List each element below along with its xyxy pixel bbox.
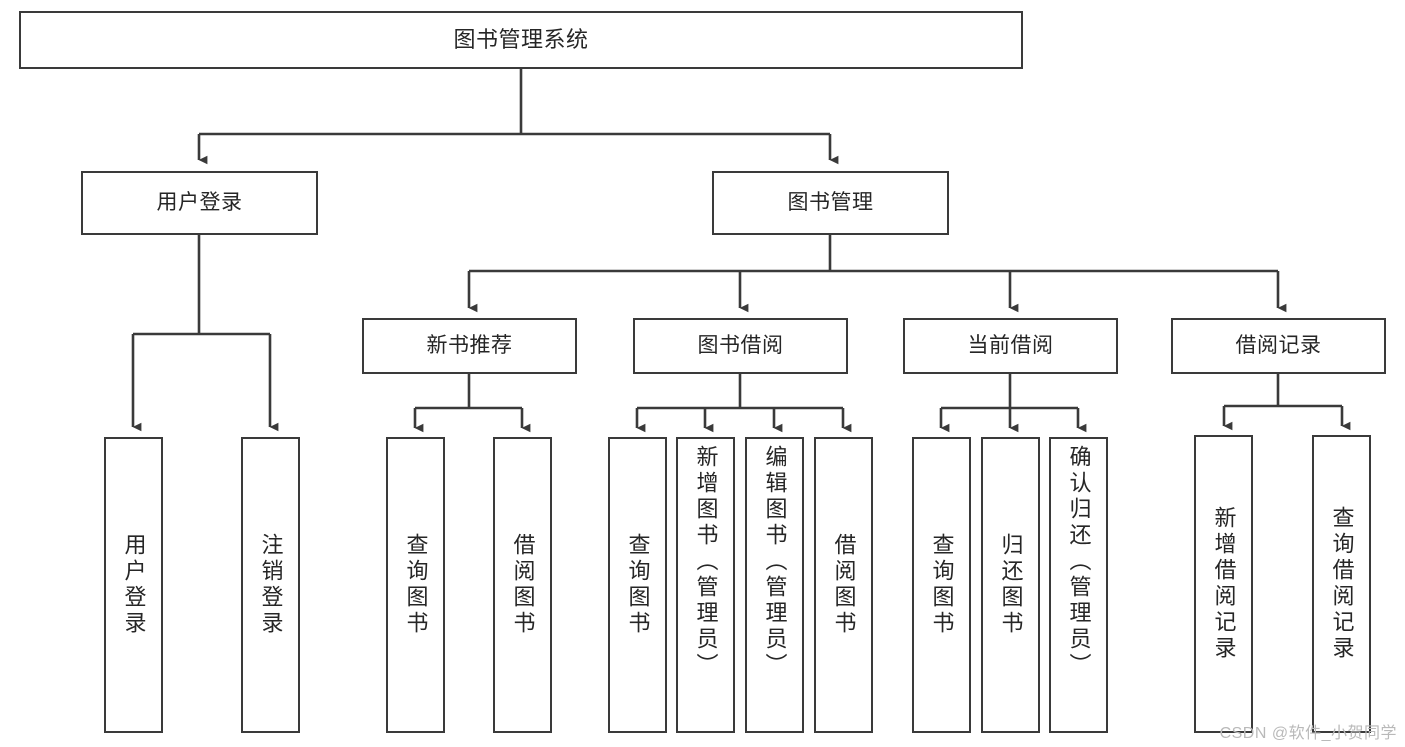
leaf-user-login[interactable]: 用户登录 — [104, 437, 163, 733]
leaf-label: 查询图书 — [625, 533, 651, 637]
leaf-query-borrow-record[interactable]: 查询借阅记录 — [1312, 435, 1371, 733]
node-book-management-system[interactable]: 图书管理系统 — [19, 11, 1023, 69]
leaf-add-book-admin[interactable]: 新增图书（管理员） — [676, 437, 735, 733]
leaf-logout[interactable]: 注销登录 — [241, 437, 300, 733]
node-book-borrow[interactable]: 图书借阅 — [633, 318, 848, 374]
node-current-borrow[interactable]: 当前借阅 — [903, 318, 1118, 374]
leaf-label: 归还图书 — [998, 533, 1024, 637]
leaf-label: 编辑图书（管理员） — [762, 445, 788, 679]
leaf-label: 查询借阅记录 — [1329, 506, 1355, 662]
leaf-return-book[interactable]: 归还图书 — [981, 437, 1040, 733]
leaf-label: 用户登录 — [121, 533, 147, 637]
leaf-label: 借阅图书 — [510, 533, 536, 637]
node-label: 用户登录 — [156, 190, 243, 214]
node-borrow-record[interactable]: 借阅记录 — [1171, 318, 1386, 374]
leaf-lend-book[interactable]: 借阅图书 — [814, 437, 873, 733]
leaf-query-book-recommend[interactable]: 查询图书 — [386, 437, 445, 733]
leaf-label: 查询图书 — [929, 533, 955, 637]
node-label: 图书管理系统 — [453, 27, 589, 53]
leaf-label: 新增借阅记录 — [1211, 506, 1237, 662]
leaf-confirm-return-admin[interactable]: 确认归还（管理员） — [1049, 437, 1108, 733]
leaf-label: 借阅图书 — [831, 533, 857, 637]
node-label: 当前借阅 — [967, 333, 1054, 357]
leaf-label: 确认归还（管理员） — [1066, 445, 1092, 679]
leaf-label: 新增图书（管理员） — [693, 445, 719, 679]
node-label: 图书借阅 — [697, 333, 784, 357]
node-label: 借阅记录 — [1235, 333, 1322, 357]
node-new-book-recommend[interactable]: 新书推荐 — [362, 318, 577, 374]
node-book-management[interactable]: 图书管理 — [712, 171, 949, 235]
leaf-query-book-borrow[interactable]: 查询图书 — [608, 437, 667, 733]
leaf-borrow-book-recommend[interactable]: 借阅图书 — [493, 437, 552, 733]
node-user-login[interactable]: 用户登录 — [81, 171, 318, 235]
leaf-label: 查询图书 — [403, 533, 429, 637]
watermark-text: CSDN @软件_小贺同学 — [1219, 725, 1397, 742]
leaf-edit-book-admin[interactable]: 编辑图书（管理员） — [745, 437, 804, 733]
node-label: 新书推荐 — [426, 333, 513, 357]
leaf-label: 注销登录 — [258, 533, 284, 637]
node-label: 图书管理 — [787, 190, 874, 214]
leaf-query-book-current[interactable]: 查询图书 — [912, 437, 971, 733]
leaf-add-borrow-record[interactable]: 新增借阅记录 — [1194, 435, 1253, 733]
